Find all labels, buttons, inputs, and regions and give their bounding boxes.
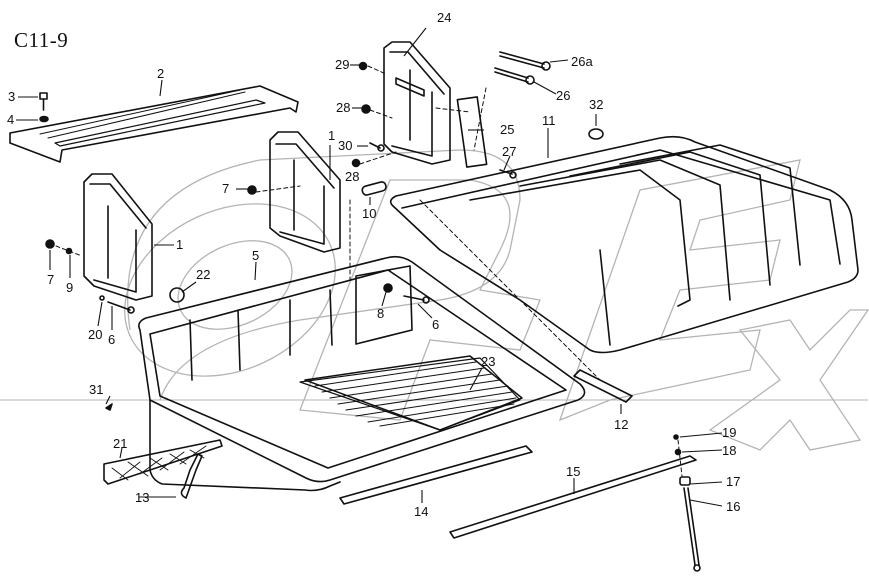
callout-32: 32 xyxy=(589,97,604,112)
leader-lines xyxy=(16,27,723,507)
diagram-title: C11-9 xyxy=(14,28,69,52)
callout-7-center: 7 xyxy=(222,181,230,196)
part-27-screw xyxy=(499,169,517,179)
callout-6-center: 6 xyxy=(432,317,440,332)
callout-8: 8 xyxy=(377,306,385,321)
part-21-step-plate xyxy=(103,439,223,485)
callout-17: 17 xyxy=(726,474,741,489)
part-26a-long-bolt xyxy=(499,51,551,71)
callout-2: 2 xyxy=(157,66,165,81)
part-28-nut-upper xyxy=(361,104,371,114)
part-23-floor-mat xyxy=(304,355,523,431)
callout-18: 18 xyxy=(722,443,737,458)
callout-12: 12 xyxy=(614,417,629,432)
callout-10: 10 xyxy=(362,206,377,221)
callout-13: 13 xyxy=(135,490,150,505)
part-4-washer xyxy=(39,115,49,123)
callout-23: 23 xyxy=(481,354,496,369)
callout-1-left: 1 xyxy=(176,237,184,252)
part-32-grommet xyxy=(588,128,604,140)
callout-5: 5 xyxy=(252,248,260,263)
callout-26a: 26a xyxy=(571,54,593,69)
part-5-footwell-tray xyxy=(138,255,586,492)
part-6-bolt-center xyxy=(403,295,430,304)
part-12-trim-strip xyxy=(573,369,633,403)
callout-28-upper: 28 xyxy=(336,100,351,115)
part-10-spacer xyxy=(361,181,387,196)
callout-11: 11 xyxy=(542,113,556,128)
part-25-plate xyxy=(456,96,488,168)
part-28-nut-lower xyxy=(351,158,361,168)
callout-29: 29 xyxy=(335,57,350,72)
part-31-clip xyxy=(105,403,113,411)
part-13-latch-handle xyxy=(180,453,203,499)
part-20-washer xyxy=(99,295,105,301)
part-15-support-rail xyxy=(449,455,697,539)
callout-4: 4 xyxy=(7,112,15,127)
callout-16: 16 xyxy=(726,499,741,514)
callout-3: 3 xyxy=(8,89,16,104)
callout-14: 14 xyxy=(414,504,429,519)
part-16-rod xyxy=(683,487,701,572)
part-22-plug xyxy=(169,287,185,303)
callout-15: 15 xyxy=(566,464,581,479)
part-30-bolt xyxy=(369,142,385,152)
part-1-bracket-center xyxy=(269,131,341,253)
part-29-nut xyxy=(358,61,368,71)
callout-31: 31 xyxy=(89,382,104,397)
part-8-nut xyxy=(383,283,393,293)
callout-25: 25 xyxy=(500,122,515,137)
part-17-grommet xyxy=(679,476,691,486)
part-19-nut xyxy=(673,434,679,440)
assembly-lines xyxy=(55,65,683,477)
part-1-bracket-left xyxy=(83,173,153,301)
part-26-long-bolt xyxy=(494,67,535,85)
part-2-upper-rail xyxy=(9,85,299,163)
callout-6-left: 6 xyxy=(108,332,116,347)
watermark xyxy=(0,149,869,451)
callout-30: 30 xyxy=(338,138,353,153)
callout-22: 22 xyxy=(196,267,211,282)
part-7-nut-center xyxy=(247,185,257,195)
callout-24: 24 xyxy=(437,10,452,25)
callout-7-left: 7 xyxy=(47,272,55,287)
part-3-bolt xyxy=(39,92,48,111)
callout-19: 19 xyxy=(722,425,737,440)
callout-28-lower: 28 xyxy=(345,169,360,184)
callout-1-center: 1 xyxy=(328,128,336,143)
part-24-mount-bracket xyxy=(383,41,451,165)
part-6-bolt xyxy=(107,301,135,314)
callout-26: 26 xyxy=(556,88,571,103)
part-14-sill-strip xyxy=(339,445,533,505)
callout-21: 21 xyxy=(113,436,128,451)
callout-20: 20 xyxy=(88,327,103,342)
part-11-cover-panel xyxy=(389,135,859,354)
part-7-nut xyxy=(45,239,55,249)
callout-9: 9 xyxy=(66,280,74,295)
callout-27: 27 xyxy=(502,144,517,159)
